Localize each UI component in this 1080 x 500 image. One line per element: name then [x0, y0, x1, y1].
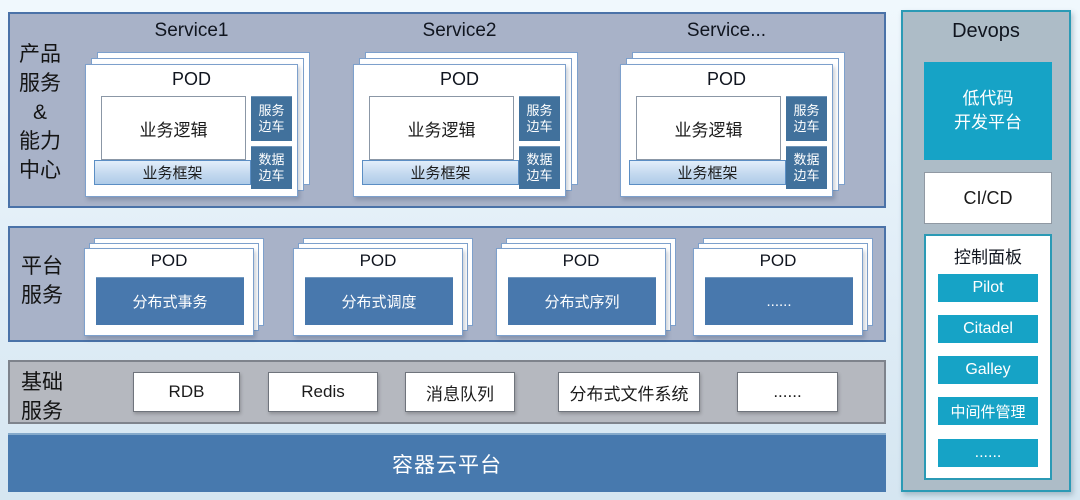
business-framework-box: 业务框架	[94, 160, 251, 185]
band-basic-label-line: 基础	[21, 371, 63, 394]
lowcode-line: 开发平台	[954, 113, 1022, 132]
control-panel-title: 控制面板	[954, 248, 1022, 267]
message-queue-box: 消息队列	[405, 372, 515, 412]
pod-label: POD	[439, 69, 479, 89]
data-sidecar-box: 数据 边车	[786, 146, 827, 189]
sidecar-text: 边车	[793, 168, 820, 183]
sidecar-text: 边车	[526, 119, 553, 134]
control-panel: 控制面板 Pilot Citadel Galley 中间件管理 ......	[924, 234, 1052, 480]
business-framework-box: 业务框架	[362, 160, 519, 185]
pod-card: POD 业务逻辑 业务框架 服务 边车 数据 边车	[85, 64, 298, 197]
business-logic-box: 业务逻辑	[636, 96, 781, 160]
band-basic-label: 基础 服务	[16, 368, 68, 426]
distributed-sequence-box: 分布式序列	[508, 277, 656, 325]
platform-pod-3: POD 分布式序列	[496, 238, 676, 336]
pod-label: POD	[150, 251, 188, 270]
redis-box: Redis	[268, 372, 378, 412]
pod-stack: POD 业务逻辑 业务框架 服务 边车 数据 边车	[353, 52, 578, 197]
galley-box: Galley	[938, 356, 1038, 384]
sidecar-text: 边车	[526, 168, 553, 183]
cicd-box: CI/CD	[924, 172, 1052, 224]
service-title: Service1	[154, 20, 229, 41]
devops-column: Devops 低代码 开发平台 CI/CD 控制面板 Pilot Citadel…	[901, 10, 1071, 492]
service-sidecar-box: 服务 边车	[786, 96, 827, 141]
service-group-1: Service1 POD 业务逻辑 业务框架 服务 边车 数据 边车	[85, 20, 310, 197]
sidecar-text: 边车	[793, 119, 820, 134]
platform-pod-1: POD 分布式事务	[84, 238, 264, 336]
sidecar-text: 数据	[793, 152, 820, 167]
pod-card: POD 分布式调度	[293, 248, 463, 336]
service-sidecar-box: 服务 边车	[519, 96, 560, 141]
band-product-label-line: &	[32, 101, 47, 124]
band-basic-label-line: 服务	[21, 400, 63, 423]
lowcode-line: 低代码	[962, 89, 1014, 108]
data-sidecar-box: 数据 边车	[251, 146, 292, 189]
pod-stack: POD 业务逻辑 业务框架 服务 边车 数据 边车	[620, 52, 845, 197]
platform-pod-4: POD ......	[693, 238, 873, 336]
rdb-box: RDB	[133, 372, 240, 412]
band-product-label: 产品 服务 & 能力 中心	[14, 40, 66, 185]
service-sidecar-box: 服务 边车	[251, 96, 292, 141]
band-platform-label: 平台 服务	[16, 252, 68, 310]
pod-stack: POD 业务逻辑 业务框架 服务 边车 数据 边车	[85, 52, 310, 197]
band-platform-label-line: 平台	[21, 255, 63, 278]
pod-card: POD 分布式序列	[496, 248, 666, 336]
band-product-label-line: 产品	[19, 43, 61, 66]
middleware-management-box: 中间件管理	[938, 397, 1038, 425]
platform-pod-ellipsis-box: ......	[705, 277, 853, 325]
sidecar-text: 数据	[526, 152, 553, 167]
citadel-box: Citadel	[938, 315, 1038, 343]
service-group-3: Service... POD 业务逻辑 业务框架 服务 边车 数据 边车	[620, 20, 845, 197]
control-panel-ellipsis-box: ......	[938, 439, 1038, 467]
distributed-scheduling-box: 分布式调度	[305, 277, 453, 325]
service-group-2: Service2 POD 业务逻辑 业务框架 服务 边车 数据 边车	[353, 20, 578, 197]
band-product-label-line: 能力	[19, 130, 61, 153]
container-cloud-platform-bar: 容器云平台	[8, 433, 886, 492]
pod-card: POD ......	[693, 248, 863, 336]
sidecar-text: 服务	[793, 103, 820, 118]
pod-label: POD	[562, 251, 600, 270]
pod-card: POD 业务逻辑 业务框架 服务 边车 数据 边车	[620, 64, 833, 197]
pod-card: POD 业务逻辑 业务框架 服务 边车 数据 边车	[353, 64, 566, 197]
band-platform-label-line: 服务	[21, 284, 63, 307]
pilot-box: Pilot	[938, 274, 1038, 302]
sidecar-text: 边车	[258, 119, 285, 134]
business-logic-box: 业务逻辑	[369, 96, 514, 160]
sidecar-text: 服务	[258, 103, 285, 118]
data-sidecar-box: 数据 边车	[519, 146, 560, 189]
basic-ellipsis-box: ......	[737, 372, 838, 412]
platform-pod-2: POD 分布式调度	[293, 238, 473, 336]
sidecar-text: 边车	[258, 168, 285, 183]
lowcode-platform-box: 低代码 开发平台	[924, 62, 1052, 160]
sidecar-text: 服务	[526, 103, 553, 118]
distributed-file-system-box: 分布式文件系统	[558, 372, 700, 412]
band-product-label-line: 服务	[19, 72, 61, 95]
service-title: Service...	[686, 20, 767, 41]
business-logic-box: 业务逻辑	[101, 96, 246, 160]
pod-label: POD	[759, 251, 797, 270]
devops-title: Devops	[952, 20, 1020, 42]
pod-card: POD 分布式事务	[84, 248, 254, 336]
band-product-label-line: 中心	[19, 159, 61, 182]
pod-label: POD	[706, 69, 746, 89]
sidecar-text: 数据	[258, 152, 285, 167]
service-title: Service2	[422, 20, 497, 41]
pod-label: POD	[171, 69, 211, 89]
distributed-transaction-box: 分布式事务	[96, 277, 244, 325]
business-framework-box: 业务框架	[629, 160, 786, 185]
pod-label: POD	[359, 251, 397, 270]
